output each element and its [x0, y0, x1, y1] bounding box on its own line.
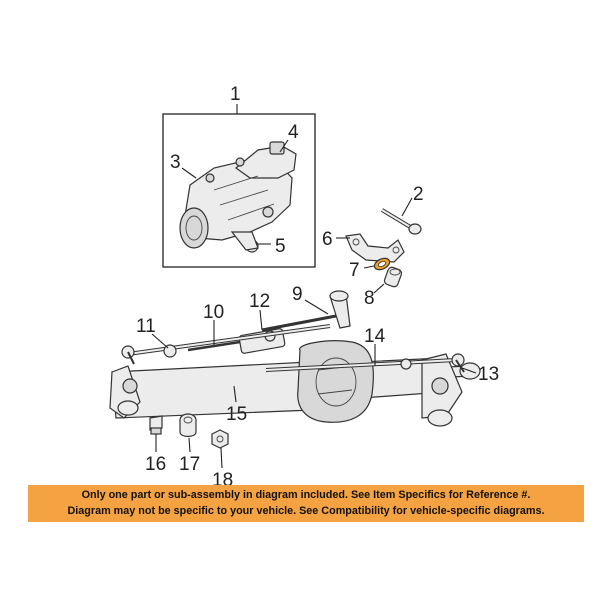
leader-lines — [151, 139, 477, 469]
axle-housing — [109, 340, 463, 427]
callout-1: 1 — [230, 84, 241, 105]
bracket-item-6 — [345, 233, 405, 263]
steering-gear-assembly — [179, 141, 297, 253]
tie-rod-end-item-11 — [121, 345, 135, 365]
disclaimer-line-1: Only one part or sub-assembly in diagram… — [81, 489, 531, 501]
callout-5: 5 — [275, 236, 286, 257]
bolt-item-2 — [380, 208, 422, 235]
callout-13: 13 — [478, 364, 499, 385]
callout-15: 15 — [226, 404, 247, 425]
bolt-item-16 — [149, 415, 163, 435]
callout-12: 12 — [249, 291, 270, 312]
callout-8: 8 — [364, 288, 375, 309]
disclaimer-line-2: Diagram may not be specific to your vehi… — [67, 505, 545, 517]
nut-item-17 — [179, 413, 197, 438]
callout-4: 4 — [288, 122, 299, 143]
callout-11: 11 — [136, 316, 156, 337]
callout-2: 2 — [413, 184, 424, 205]
callout-10: 10 — [203, 302, 224, 323]
callout-17: 17 — [179, 454, 200, 475]
bushing-item-8 — [383, 266, 403, 288]
damper-arm-item-9 — [261, 290, 351, 332]
highlighted-part-item-7 — [373, 257, 391, 271]
callout-3: 3 — [170, 152, 181, 173]
track-bar-item-14 — [265, 358, 457, 372]
callout-16: 16 — [145, 454, 166, 475]
steering-damper-item-12 — [187, 328, 286, 354]
disclaimer-banner: Only one part or sub-assembly in diagram… — [28, 485, 584, 522]
drag-link-item-10 — [127, 324, 331, 358]
callout-6: 6 — [322, 229, 333, 250]
callout-7: 7 — [349, 260, 360, 281]
callout-14: 14 — [364, 326, 386, 347]
callout-9: 9 — [292, 284, 303, 305]
tie-rod-end-item-13 — [451, 353, 465, 373]
nut-item-18 — [211, 429, 229, 449]
